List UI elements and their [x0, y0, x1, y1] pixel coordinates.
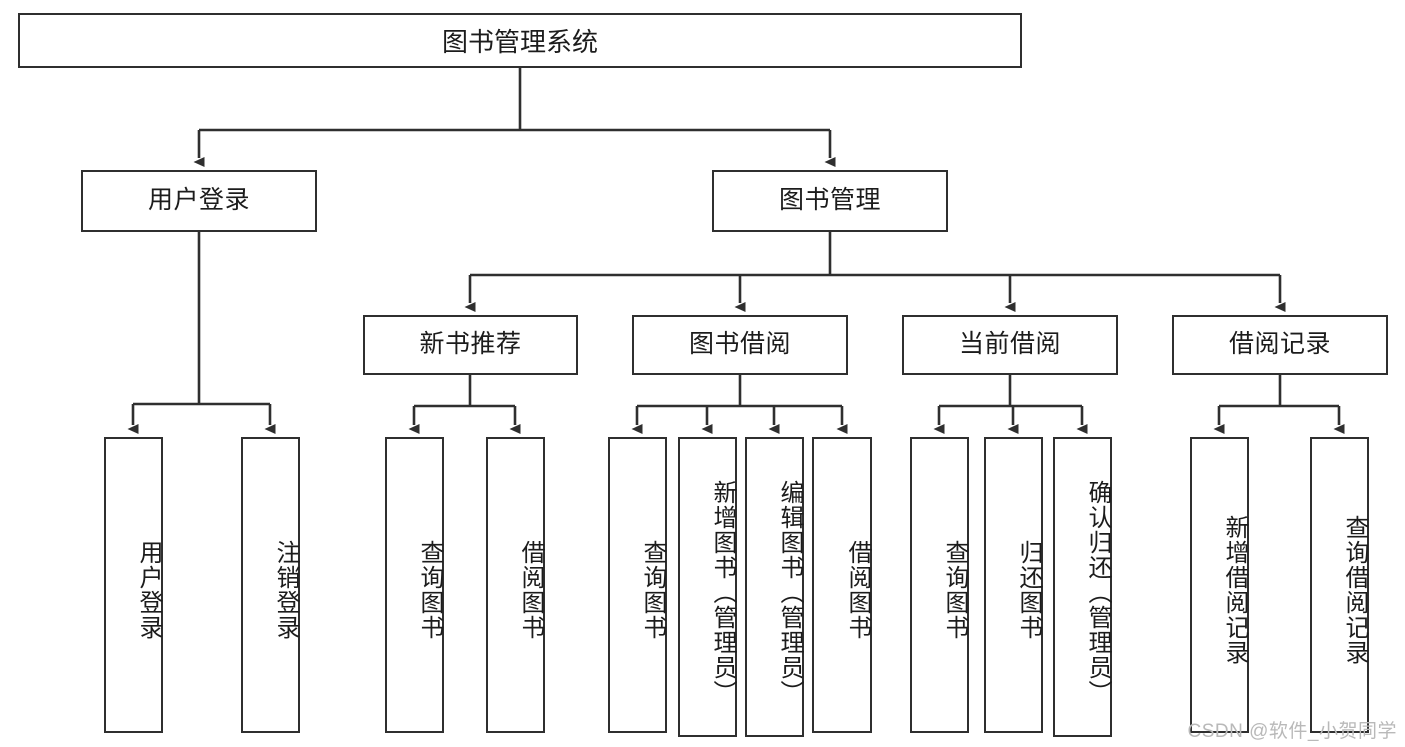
node-label: 图书管理	[778, 186, 881, 215]
node-label: 图书借阅	[688, 330, 791, 359]
watermark: CSDN @软件_小贺同学	[1187, 721, 1397, 742]
leaf-node[interactable]: 查询图书	[910, 437, 969, 733]
node-label: 用户登录	[147, 186, 250, 215]
node-current-borrowing[interactable]: 当前借阅	[902, 315, 1118, 375]
node-label: 借阅图书	[517, 540, 544, 640]
node-book-management[interactable]: 图书管理	[712, 170, 948, 232]
leaf-node[interactable]: 查询图书	[608, 437, 667, 733]
node-book-borrowing[interactable]: 图书借阅	[632, 315, 848, 375]
leaf-node[interactable]: 编辑图书（管理员）	[745, 437, 804, 737]
leaf-node[interactable]: 借阅图书	[486, 437, 545, 733]
node-label: 查询图书	[941, 540, 968, 640]
leaf-node[interactable]: 注销登录	[241, 437, 300, 733]
node-label: 当前借阅	[958, 330, 1061, 359]
node-label: 新增图书（管理员）	[709, 479, 736, 705]
leaf-node[interactable]: 新增借阅记录	[1190, 437, 1249, 733]
node-label: 确认归还（管理员）	[1084, 479, 1111, 705]
node-label: 注销登录	[272, 540, 299, 640]
node-label: 新书推荐	[419, 330, 522, 359]
node-label: 查询借阅记录	[1341, 515, 1368, 665]
leaf-node[interactable]: 新增图书（管理员）	[678, 437, 737, 737]
node-label: 查询图书	[639, 540, 666, 640]
leaf-node[interactable]: 用户登录	[104, 437, 163, 733]
node-label: 图书管理系统	[441, 27, 598, 57]
leaf-node[interactable]: 查询图书	[385, 437, 444, 733]
node-user-login[interactable]: 用户登录	[81, 170, 317, 232]
node-label: 新增借阅记录	[1221, 515, 1248, 665]
leaf-node[interactable]: 归还图书	[984, 437, 1043, 733]
node-borrowing-records[interactable]: 借阅记录	[1172, 315, 1388, 375]
leaf-node[interactable]: 借阅图书	[812, 437, 872, 733]
node-label: 查询图书	[416, 540, 443, 640]
node-new-book-recommendation[interactable]: 新书推荐	[363, 315, 578, 375]
node-label: 借阅图书	[844, 540, 871, 640]
leaf-node[interactable]: 查询借阅记录	[1310, 437, 1369, 733]
node-root-book-management-system[interactable]: 图书管理系统	[18, 13, 1022, 68]
leaf-node[interactable]: 确认归还（管理员）	[1053, 437, 1112, 737]
node-label: 归还图书	[1015, 540, 1042, 640]
node-label: 编辑图书（管理员）	[776, 479, 803, 705]
node-label: 用户登录	[135, 540, 162, 640]
node-label: 借阅记录	[1228, 330, 1331, 359]
